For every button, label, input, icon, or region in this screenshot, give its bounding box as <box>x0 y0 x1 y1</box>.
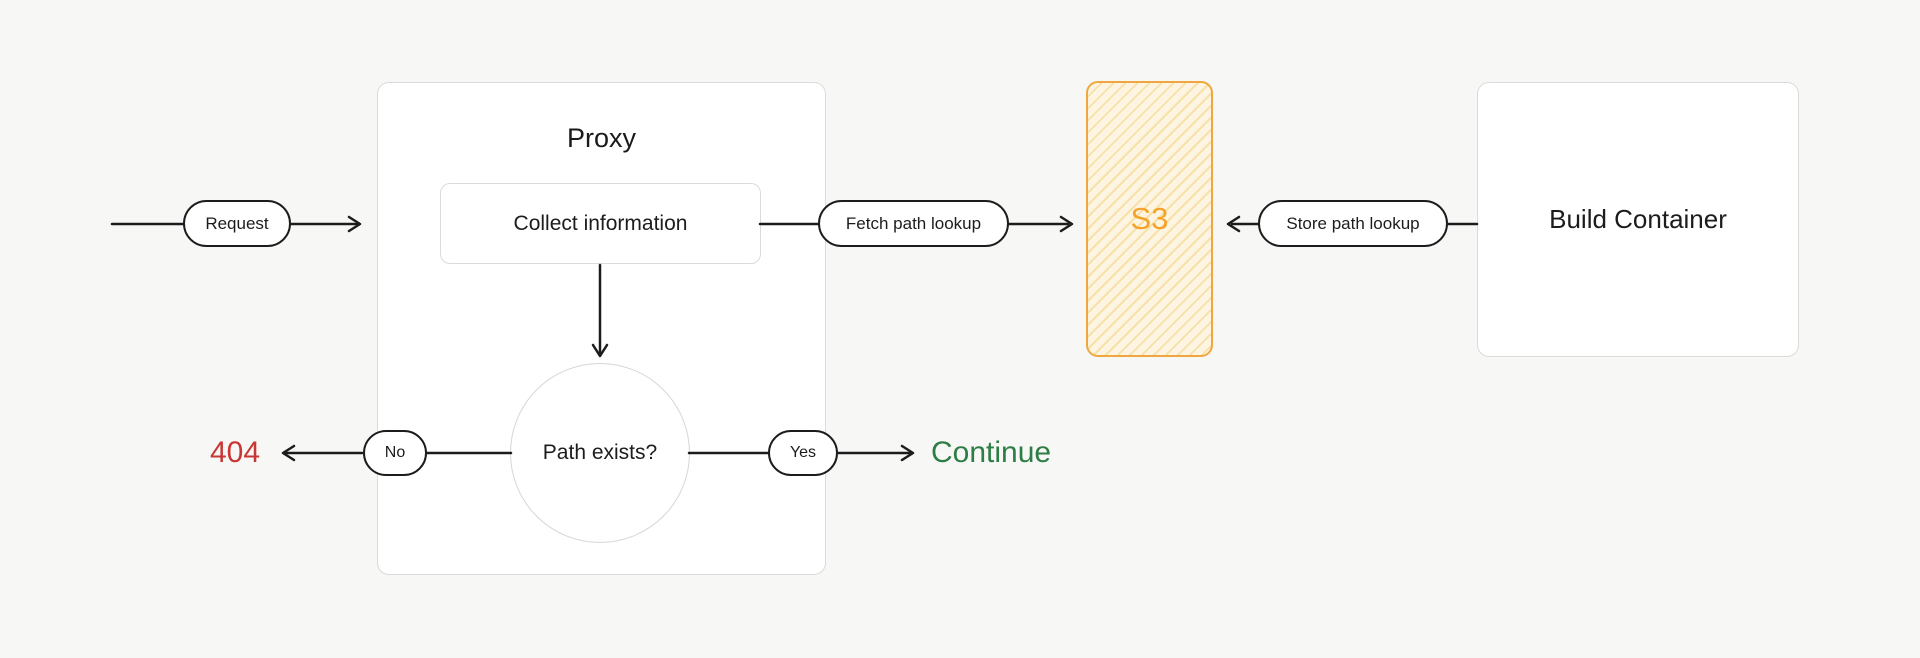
collect-information-node: Collect information <box>440 183 761 264</box>
yes-label: Yes <box>789 444 817 461</box>
arrowhead-left-icon <box>1226 215 1241 233</box>
outcome-continue-text: Continue <box>931 436 1052 469</box>
no-label: No <box>384 444 406 461</box>
collect-information-label: Collect information <box>513 211 688 235</box>
edge-label-yes: Yes <box>768 430 838 476</box>
arrowhead-left-icon <box>281 444 296 462</box>
path-exists-decision-node: Path exists? <box>510 363 690 543</box>
edge-label-request: Request <box>183 200 291 247</box>
proxy-title: Proxy <box>566 123 637 153</box>
edge-label-store-path-lookup: Store path lookup <box>1258 200 1448 247</box>
arrowhead-right-icon <box>900 444 915 462</box>
outcome-404-text: 404 <box>209 436 261 469</box>
edge-label-no: No <box>363 430 427 476</box>
edge-label-fetch-path-lookup: Fetch path lookup <box>818 200 1009 247</box>
arrowhead-right-icon <box>347 215 362 233</box>
s3-node: S3 <box>1086 81 1213 357</box>
fetch-path-lookup-label: Fetch path lookup <box>845 214 982 233</box>
path-exists-label: Path exists? <box>542 441 658 464</box>
build-container-node: Build Container <box>1477 82 1799 357</box>
arrowhead-right-icon <box>1059 215 1074 233</box>
build-container-label: Build Container <box>1549 204 1727 234</box>
request-label: Request <box>205 214 269 233</box>
s3-label: S3 <box>1130 201 1169 236</box>
store-path-lookup-label: Store path lookup <box>1286 214 1420 233</box>
